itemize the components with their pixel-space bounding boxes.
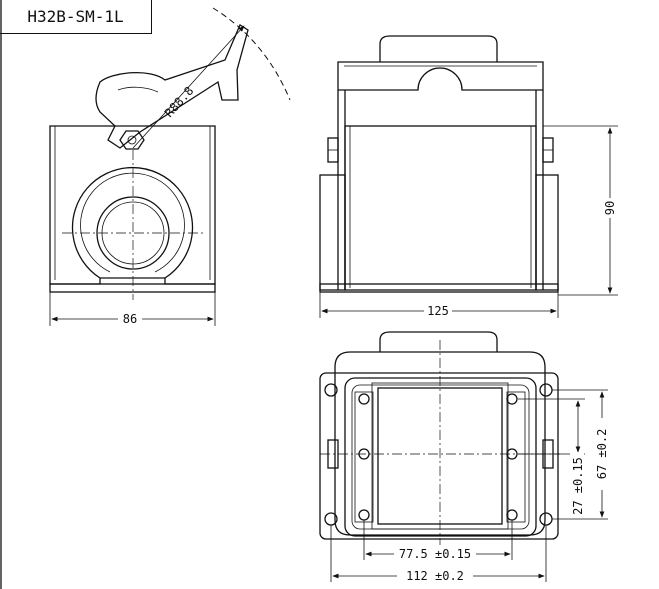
front-view: 125 90	[319, 35, 618, 318]
cable-entry-hole	[96, 196, 170, 270]
radius-leader	[132, 25, 245, 149]
housing-base	[49, 283, 216, 293]
flange-right	[535, 174, 559, 291]
inner-frame	[344, 377, 537, 537]
model-label: H32B-SM-1L	[27, 7, 124, 26]
lever-bar	[337, 61, 544, 91]
radius-label: R88.8	[162, 84, 197, 120]
lever-arms	[337, 90, 544, 290]
model-label-box: H32B-SM-1L	[0, 0, 152, 34]
plate-screws	[324, 383, 553, 526]
cable-entry-boss	[71, 166, 194, 279]
flange-left	[319, 174, 346, 291]
top-handle	[379, 331, 498, 352]
inner-width-dim: 77.5 ±0.15	[399, 547, 471, 561]
contact-strip-left	[354, 391, 374, 523]
outer-height-dim: 67 ±0.2	[595, 429, 609, 480]
outer-width-dim: 112 ±0.2	[406, 569, 464, 583]
pivot-nut	[119, 130, 145, 150]
front-width-dim: 125	[427, 304, 449, 318]
housing-side-body	[49, 125, 216, 285]
inner-height-dim: 27 ±0.15	[571, 457, 585, 515]
lever-swing-arc	[212, 7, 291, 101]
mounting-plate	[319, 372, 559, 540]
side-view: R88.8 86	[49, 7, 291, 326]
height-dim: 90	[603, 201, 617, 215]
housing-front-body	[344, 125, 537, 291]
handle-top	[379, 35, 498, 62]
contact-strip-right	[506, 391, 526, 523]
top-view: 77.5 ±0.15 112 ±0.2 27 ±0.15 67 ±0.2	[319, 331, 609, 583]
locking-lever	[95, 24, 249, 149]
housing-front-base	[319, 283, 559, 293]
side-width-dim: 86	[123, 312, 137, 326]
